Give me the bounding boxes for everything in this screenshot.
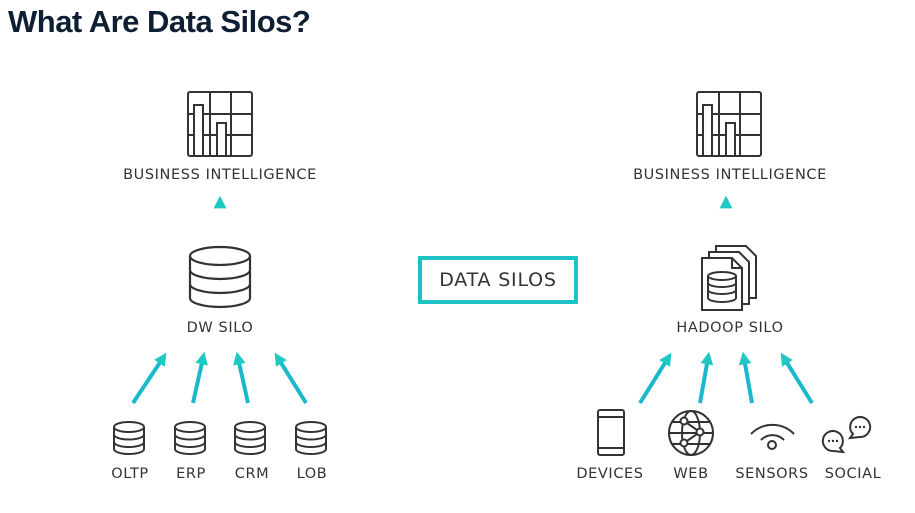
source-label-social: SOCIAL — [824, 466, 882, 482]
arrow-crm — [233, 351, 250, 404]
arrow-oltp — [131, 352, 167, 405]
source-label-sensors: SENSORS — [735, 466, 809, 482]
dw-database-icon — [188, 245, 252, 309]
arrow-social — [780, 352, 814, 405]
arrow-devices — [638, 352, 672, 405]
database-icon-crm — [234, 421, 266, 455]
bi-label-right: BUSINESS INTELLIGENCE — [633, 167, 827, 183]
source-label-lob: LOB — [296, 466, 328, 482]
data-silos-label: DATA SILOS — [439, 269, 557, 291]
mobile-device-icon — [597, 409, 625, 456]
source-label-erp: ERP — [176, 466, 206, 482]
page-title: What Are Data Silos? — [8, 4, 311, 39]
arrow-erp — [191, 351, 208, 404]
bi-chart-icon-right — [696, 91, 762, 157]
source-label-web: WEB — [673, 466, 709, 482]
arrow-web — [698, 351, 714, 404]
database-icon-oltp — [113, 421, 145, 455]
arrow-sensors — [738, 351, 754, 404]
dw-silo-label: DW SILO — [186, 320, 254, 336]
sensor-wifi-icon — [750, 424, 795, 450]
source-label-oltp: OLTP — [111, 466, 149, 482]
data-silos-box: DATA SILOS — [418, 256, 578, 304]
bi-chart-icon-left — [187, 91, 253, 157]
source-label-devices: DEVICES — [576, 466, 644, 482]
bi-label-left: BUSINESS INTELLIGENCE — [123, 167, 317, 183]
hadoop-files-icon — [701, 245, 757, 311]
arrow-lob — [274, 352, 308, 405]
chat-bubbles-icon — [821, 416, 872, 454]
database-icon-erp — [174, 421, 206, 455]
globe-network-icon — [668, 410, 714, 456]
hadoop-silo-label: HADOOP SILO — [676, 320, 784, 336]
source-label-crm: CRM — [234, 466, 270, 482]
database-icon-lob — [295, 421, 327, 455]
